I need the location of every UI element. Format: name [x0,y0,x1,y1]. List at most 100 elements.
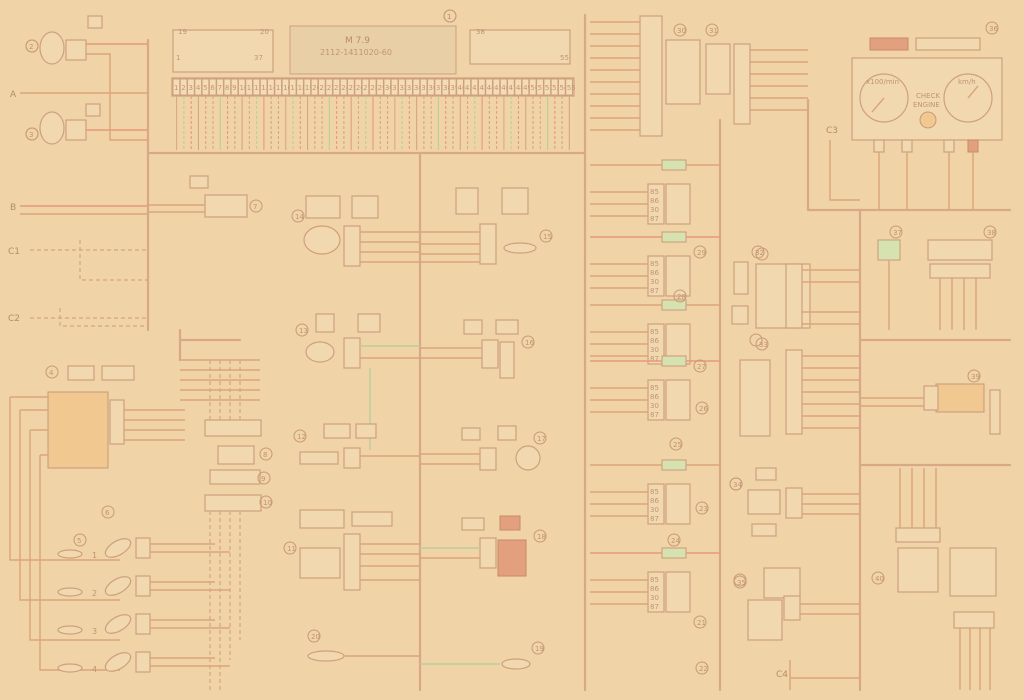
relay-pin-label: 86 [650,585,659,593]
ecu-pin-number: 38 [443,84,452,92]
component-number: 40 [875,575,884,583]
ecu-pin-number: 19 [305,84,314,92]
ecu-pin-number: 3 [189,84,193,92]
component-number: 24 [671,537,680,545]
injector-number: 1 [92,551,97,560]
ecu-pin-number: 49 [523,84,532,92]
ecu-pin-number: 37 [436,84,445,92]
component-number: 11 [287,545,296,553]
relay-pin-label: 30 [650,506,659,514]
ecu-pin-number: 41 [465,84,474,92]
component-callout: 31 [705,23,719,37]
component-callout: 28 [673,289,687,303]
component-callout: 15 [539,229,553,243]
tacho-label: x100/min [866,78,899,86]
component-number: 35 [737,579,746,587]
component-number: 27 [697,363,706,371]
component-number: 2 [29,43,33,51]
component-number: 38 [987,229,996,237]
injector: 2 [57,575,230,598]
component-callout: 12 [293,429,307,443]
component-number: 23 [699,505,708,513]
injector-number: 2 [92,589,97,598]
ecu-part-number: 2112-1411020-60 [320,48,392,57]
component-callout: 23 [695,501,709,515]
component-number: 39 [971,373,980,381]
svg-text:37: 37 [254,54,263,62]
ecu-pin-number: 42 [472,84,481,92]
ecu-pin-number: 45 [494,84,503,92]
component-callout: 14 [291,209,305,223]
component-callout: 4 [45,365,59,379]
injector: 4 [57,651,230,674]
svg-text:55: 55 [560,54,569,62]
ecu-pin-number: 48 [516,84,525,92]
component-callout: 33 [755,337,769,351]
svg-text:B: B [10,203,16,213]
component-callout: 9 [257,471,271,485]
relay-pin-label: 87 [650,411,659,419]
component-callout: 35 [733,575,747,589]
relay-pin-label: 85 [650,188,659,196]
svg-text:1: 1 [447,13,451,21]
component-callout: 39 [967,369,981,383]
ecu-pin-number: 23 [334,84,343,92]
ecu-pin-number: 24 [341,84,350,92]
ecu-pin-number: 11 [247,84,256,92]
fan-motors [20,15,148,215]
ecu-pin-number: 28 [370,84,379,92]
svg-text:C2: C2 [8,314,20,324]
component-callout: 38 [983,225,997,239]
component-callout: 25 [669,437,683,451]
ecu-pin-number: 16 [283,84,292,92]
injector-number: 4 [92,665,97,674]
ecu-pin-number: 46 [501,84,510,92]
ecu-pin-number: 29 [378,84,387,92]
component-callout: 24 [667,533,681,547]
ecu-pin-number: 30 [385,84,394,92]
relay-pin-label: 85 [650,576,659,584]
right-center-sensors [420,187,541,670]
component-callout: 30 [673,23,687,37]
ecu-pin-number: 53 [552,84,561,92]
component-callout: 36 [985,21,999,35]
component-callout: 8 [259,447,273,461]
component-callout: 10 [259,495,273,509]
ecu-pin: 6 [208,78,217,96]
component-number: 9 [261,475,265,483]
ecu-pin-number: 13 [261,84,270,92]
ecu-pin-number: 15 [276,84,285,92]
left-harness [30,175,248,327]
check-engine-label-2: ENGINE [913,101,940,109]
relay-pin-label: 30 [650,206,659,214]
right-center-components [729,43,860,690]
component-callout: 22 [695,661,709,675]
center-sensors [299,195,420,662]
component-callout: 5 [73,533,87,547]
ecu-pin-number: 33 [407,84,416,92]
ecu-pin-number: 43 [479,84,488,92]
ecu-pin-number: 39 [450,84,459,92]
relay-pin-label: 85 [650,260,659,268]
svg-text:20: 20 [260,28,269,36]
center-left-connectors [180,359,262,690]
side-labels: A B C1 C2 C3 C4 [8,90,838,680]
relay-pin-label: 85 [650,488,659,496]
component-number: 25 [673,441,682,449]
ecu-pin-number: 9 [232,84,236,92]
component-number: 33 [759,341,768,349]
component-callout: 16 [521,335,535,349]
ecu-pin-number: 25 [349,84,358,92]
relay-pin-label: 87 [650,603,659,611]
ecu-pin-number: 55 [567,84,576,92]
relay-pin-label: 86 [650,337,659,345]
check-engine-label-1: CHECK [916,92,940,100]
component-number: 17 [537,435,546,443]
ecu-pin-number: 12 [254,84,263,92]
speedo-label: km/h [958,78,976,86]
svg-text:C3: C3 [826,126,838,136]
